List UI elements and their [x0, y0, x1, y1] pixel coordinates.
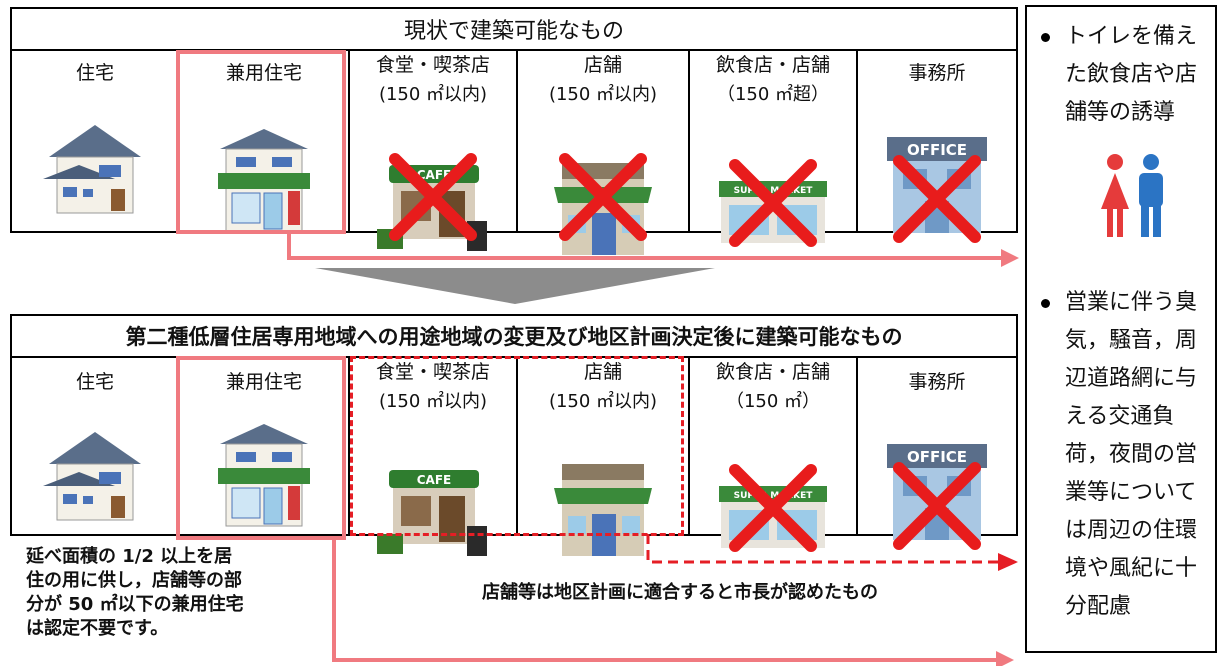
side-line: える交通負: [1065, 404, 1175, 429]
side-line: 境や風紀に十: [1065, 556, 1198, 581]
mixed-use-note-line: 分が 50 ㎡以下の兼用住宅: [26, 594, 244, 615]
store-icon: [554, 464, 652, 556]
mixed-use-note: 延べ面積の 1/2 以上を居 住の用に供し，店舗等の部 分が 50 ㎡以下の兼用…: [26, 545, 326, 641]
supermarket-sign-text: SUPER MARKET: [734, 186, 814, 196]
bullet-icon: [1041, 299, 1050, 308]
shops-dashed-arrow: [646, 534, 1018, 571]
cell-label: 飲食店・店舗: [715, 54, 830, 76]
side-item-toilet: トイレを備え た飲食店や店 舗等の誘導: [1065, 18, 1215, 132]
cell-cafe: 食堂・喫茶店 (150 ㎡以内) CAFE: [350, 49, 518, 251]
side-line: た飲食店や店: [1065, 62, 1198, 87]
mixed-use-highlight-top: [176, 50, 346, 234]
house-icon: [43, 125, 141, 214]
cell-label: 店舗: [583, 54, 622, 76]
supermarket-sign-text: SUPER MARKET: [734, 491, 814, 501]
cell-house: 住宅: [12, 356, 180, 534]
side-line: 舗等の誘導: [1065, 100, 1176, 125]
cell-label: 住宅: [75, 371, 114, 393]
side-line: 辺道路網に与: [1065, 366, 1198, 391]
cell-store: 店舗 (150 ㎡以内): [518, 49, 690, 255]
side-panel: トイレを備え た飲食店や店 舗等の誘導 営業に伴う臭 気，騒音，周 辺道路網に与…: [1025, 5, 1217, 653]
cell-mixed-use-house: 兼用住宅: [180, 356, 350, 534]
cross-mark-icon: [559, 153, 647, 241]
cell-sublabel: (150 ㎡以内): [378, 84, 488, 105]
mixed-use-note-line: は認定不要です。: [26, 618, 169, 639]
cell-restaurant-store: 飲食店・店舗 （150 ㎡） SUPER MARKET: [690, 356, 858, 552]
cross-mark-icon: [893, 155, 981, 243]
cell-sublabel: (150 ㎡以内): [548, 391, 658, 412]
cafe-sign-text: CAFE: [417, 168, 452, 182]
cell-sublabel: (150 ㎡以内): [378, 391, 488, 412]
cross-mark-icon: [729, 464, 817, 552]
side-line: 業等について: [1065, 480, 1197, 505]
future-buildable-title: 第二種低層住居専用地域への用途地域の変更及び地区計画決定後に建築可能なもの: [12, 316, 1016, 358]
cell-store: 店舗 (150 ㎡以内): [518, 356, 690, 556]
cell-house: 住宅: [12, 49, 180, 231]
cafe-sign-text: CAFE: [417, 473, 452, 487]
cell-office: 事務所 OFFICE: [858, 356, 1016, 550]
shops-dashed-box: [350, 356, 684, 536]
cross-mark-icon: [389, 153, 477, 241]
side-line: 荷，夜間の営: [1065, 442, 1198, 467]
side-line: 気，騒音，周: [1065, 328, 1198, 353]
mixed-use-note-line: 延べ面積の 1/2 以上を居: [26, 546, 233, 567]
cell-label: 店舗: [583, 361, 622, 383]
cell-label: 事務所: [908, 62, 966, 84]
cell-label: 食堂・喫茶店: [375, 361, 490, 383]
side-line: トイレを備え: [1065, 24, 1198, 49]
side-item-consideration: 営業に伴う臭 気，騒音，周 辺道路網に与 える交通負 荷，夜間の営 業等について…: [1065, 284, 1215, 626]
cell-sublabel: (150 ㎡以内): [548, 84, 658, 105]
cell-label: 兼用住宅: [225, 62, 302, 84]
house-icon: [43, 432, 141, 521]
mixed-use-arrow-top: [287, 234, 1019, 267]
cell-label: 食堂・喫茶店: [375, 54, 490, 76]
current-buildable-table: 現状で建築可能なもの 住宅 兼用住宅 食堂・喫茶店 (150 ㎡以内: [10, 7, 1018, 255]
cross-mark-icon: [729, 159, 817, 247]
restroom-icon: [1101, 154, 1163, 237]
cell-label: 飲食店・店舗: [715, 361, 830, 383]
side-line: は周辺の住環: [1065, 518, 1198, 543]
cell-office: 事務所 OFFICE: [858, 49, 1016, 243]
cell-label: 兼用住宅: [225, 371, 302, 393]
cell-sublabel: （150 ㎡超）: [716, 84, 830, 105]
office-sign-text: OFFICE: [907, 448, 967, 466]
transition-arrow: [315, 268, 715, 304]
cell-sublabel: （150 ㎡）: [725, 391, 821, 412]
current-buildable-title: 現状で建築可能なもの: [12, 9, 1016, 51]
side-line: 分配慮: [1065, 594, 1132, 619]
side-line: 営業に伴う臭: [1065, 290, 1198, 315]
cell-label: 事務所: [908, 371, 966, 393]
mixed-use-house-icon: [218, 424, 310, 527]
cross-mark-icon: [893, 462, 981, 550]
bullet-icon: [1041, 33, 1050, 42]
shops-note: 店舗等は地区計画に適合すると市長が認めたもの: [482, 582, 878, 603]
mixed-use-note-line: 住の用に供し，店舗等の部: [26, 570, 242, 591]
office-sign-text: OFFICE: [907, 141, 967, 159]
mixed-use-highlight-bottom: [176, 356, 346, 540]
cell-label: 住宅: [75, 62, 114, 84]
cell-restaurant-store: 飲食店・店舗 （150 ㎡超） SUPER MARKET: [690, 49, 858, 247]
